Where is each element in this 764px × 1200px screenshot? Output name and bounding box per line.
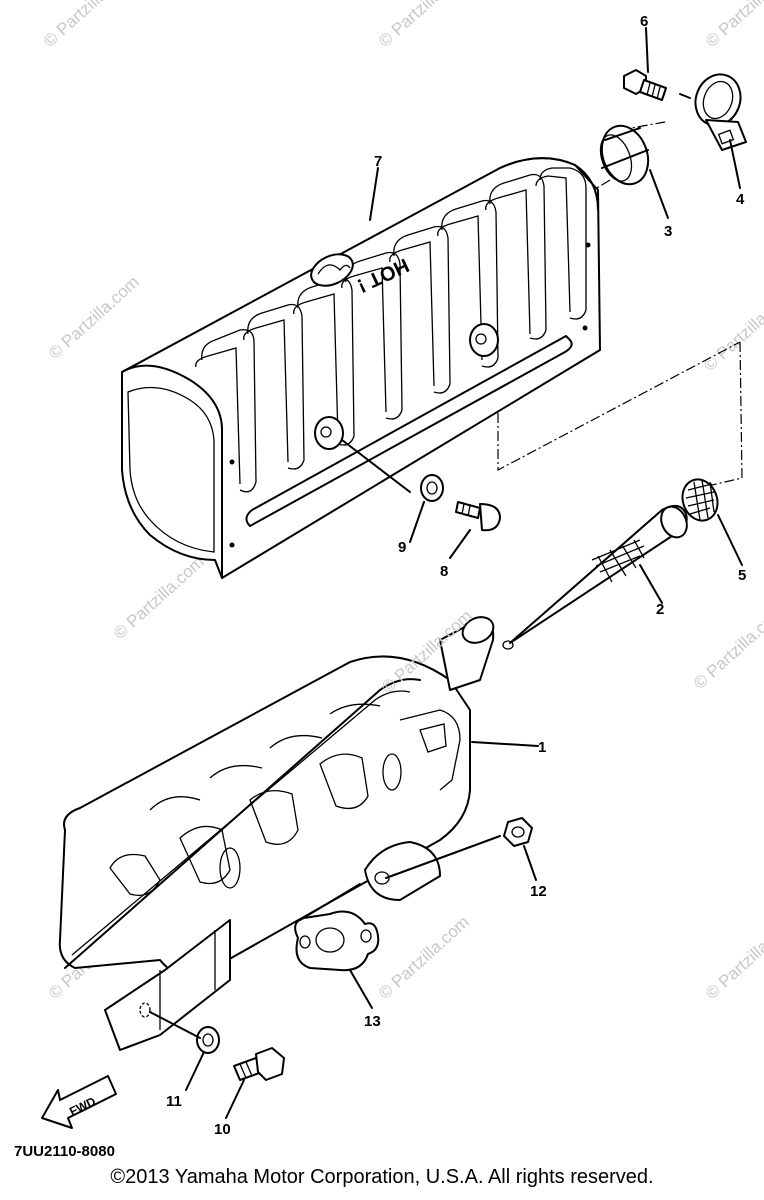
gasket-part-13 (294, 910, 380, 972)
screen-part-5 (681, 478, 719, 522)
callout-4: 4 (736, 191, 745, 208)
watermark: © Partzilla (702, 0, 764, 51)
clamp-part-4 (679, 73, 747, 151)
callout-12: 12 (530, 883, 547, 900)
bolt-part-8 (455, 501, 501, 532)
watermark: © Partzilla.com (375, 912, 473, 1003)
callout-8: 8 (440, 563, 448, 580)
callout-1: 1 (538, 739, 546, 756)
callout-3: 3 (664, 223, 672, 240)
watermark: © Partzilla (40, 0, 111, 51)
mounting-boss (469, 323, 499, 357)
callout-13: 13 (364, 1013, 381, 1030)
washer-part-9 (420, 474, 444, 502)
muffler-part-1 (58, 616, 495, 1051)
watermark: © Partzilla.com (45, 272, 143, 363)
fwd-arrow-icon: FWD (41, 1075, 117, 1129)
callout-2: 2 (656, 601, 664, 618)
heat-protector: HOT ! (121, 157, 601, 579)
nut-part-12 (503, 817, 533, 847)
arrester-part-2 (502, 504, 688, 650)
callout-6: 6 (640, 13, 648, 30)
callout-numbers: 1 2 3 4 5 6 7 8 9 10 11 12 13 (166, 13, 746, 1138)
leader-lines (149, 27, 743, 1119)
bolt-part-6 (623, 69, 667, 101)
watermark: © Partzilla.com (702, 912, 764, 1003)
callout-7: 7 (374, 153, 382, 170)
callout-9: 9 (398, 539, 406, 556)
callout-5: 5 (738, 567, 746, 584)
bolt-part-10 (233, 1047, 285, 1081)
watermark: © Partzilla.com (700, 284, 764, 375)
sleeve-part-3 (599, 124, 650, 186)
washer-part-11 (196, 1026, 220, 1054)
copyright-notice: ©2013 Yamaha Motor Corporation, U.S.A. A… (110, 1166, 654, 1188)
heat-protector-ribs (195, 167, 587, 493)
part-code: 7UU2110-8080 (14, 1143, 115, 1160)
watermark: © Partzilla.com (690, 602, 764, 693)
callout-10: 10 (214, 1121, 231, 1138)
mounting-boss (314, 416, 344, 450)
watermark: © Partzilla (375, 0, 446, 51)
callout-11: 11 (166, 1093, 182, 1110)
watermark: © Partzilla.com (110, 552, 208, 643)
